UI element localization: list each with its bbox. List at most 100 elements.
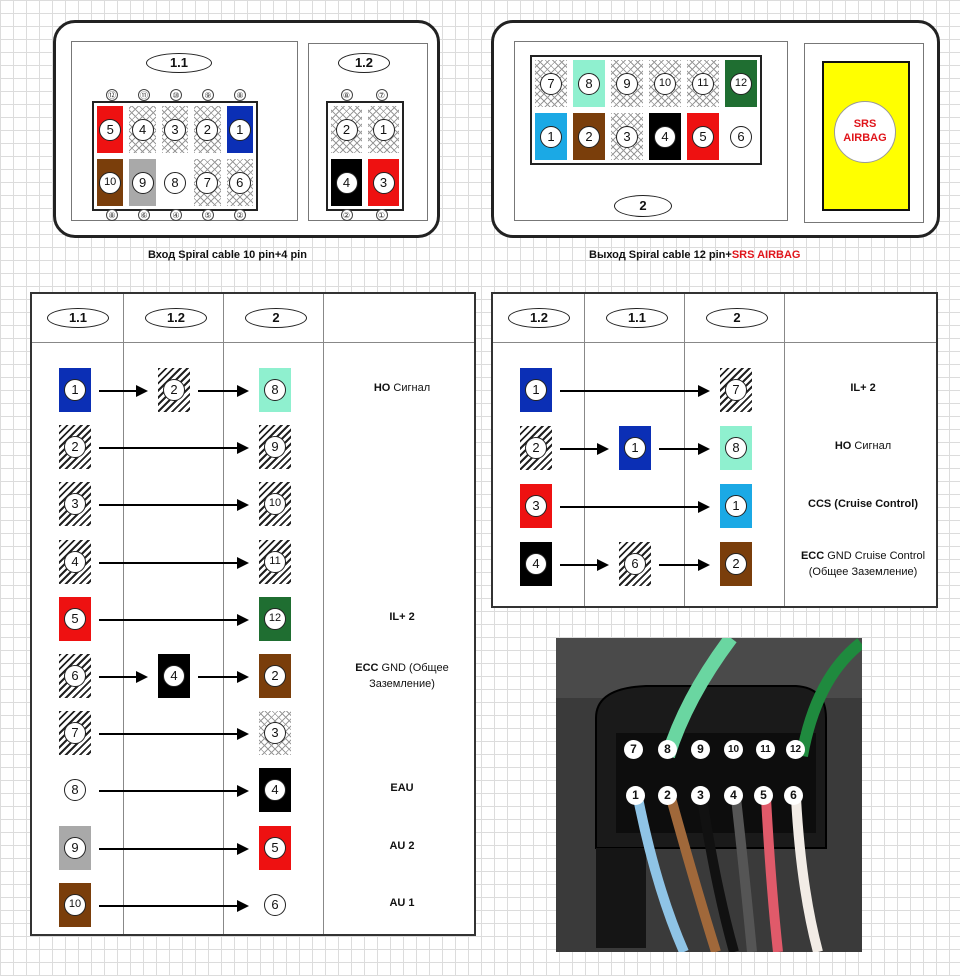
pin-5: 5 (259, 825, 291, 870)
pin-number: 2 (64, 436, 86, 459)
pin-number: 12 (264, 607, 286, 630)
pin-6: 6 (259, 882, 291, 927)
arrow (198, 671, 249, 683)
pin-number: 3 (616, 125, 638, 148)
pin-9: 9 (129, 159, 156, 206)
header-1-2: 1.2 (508, 308, 570, 328)
pin-1: 1 (720, 484, 752, 528)
pin-number: 5 (264, 836, 286, 859)
signal-label-bold: IL+ 2 (389, 610, 415, 623)
pin-1: 1 (368, 106, 399, 153)
pin-9: 9 (611, 60, 643, 107)
pin-number: 3 (372, 171, 395, 194)
pin-position-marker: ② (234, 209, 246, 221)
signal-label: ECC GND Cruise Control (Общее Заземление… (789, 548, 937, 580)
photo-pin-label: 7 (624, 740, 643, 759)
pin-4: 4 (59, 539, 91, 584)
pin-number: 12 (730, 72, 752, 95)
col-divider (323, 294, 324, 934)
connector-photo-drawing (556, 638, 862, 952)
pin-10: 10 (259, 482, 291, 527)
pin-number: 6 (228, 171, 251, 194)
pin-7: 7 (720, 368, 752, 412)
pin-number: 6 (624, 553, 646, 575)
signal-label: AU 1 (328, 895, 476, 911)
arrow (99, 671, 148, 683)
pin-number: 6 (730, 125, 752, 148)
pin-2: 2 (520, 426, 552, 470)
pin-10: 10 (649, 60, 681, 107)
pin-position-marker: ⑦ (375, 89, 388, 101)
pin-3: 3 (611, 113, 643, 160)
pin-10: 10 (59, 882, 91, 927)
srs-airbag-circle: SRS AIRBAG (834, 101, 896, 163)
pin-6: 6 (59, 654, 91, 698)
signal-label-text: GND (Общее Заземление) (369, 662, 449, 690)
pin-number: 10 (654, 72, 676, 95)
pin-number: 2 (163, 379, 185, 401)
signal-label-bold: AU 2 (389, 839, 415, 852)
pin-position-marker: ⑩ (170, 89, 182, 101)
pin-3: 3 (59, 482, 91, 527)
input-caption: Вход Spiral cable 10 pin+4 pin (148, 249, 307, 261)
pin-number: 7 (64, 722, 86, 745)
pin-8: 8 (259, 368, 291, 412)
photo-pin-label: 2 (658, 786, 677, 805)
pin-number: 4 (131, 118, 154, 141)
header-divider (493, 342, 936, 343)
pin-4: 4 (331, 159, 362, 206)
header-1-2: 1.2 (145, 308, 207, 328)
pin-1: 1 (520, 368, 552, 412)
pin-2: 2 (59, 425, 91, 470)
pin-number: 2 (578, 125, 600, 148)
arrow (99, 385, 148, 397)
pin-2: 2 (331, 106, 362, 153)
signal-label-bold: CCS (Cruise Control) (808, 498, 918, 510)
signal-label-bold: AU 1 (389, 896, 415, 909)
signal-label: HO Сигнал (328, 380, 476, 396)
srs-airbag-connector: SRS AIRBAG (822, 61, 910, 211)
pin-number: 1 (64, 379, 86, 401)
pin-12: 12 (725, 60, 757, 107)
signal-label-bold: ECC (800, 550, 825, 562)
pin-11: 11 (259, 539, 291, 584)
pin-number: 2 (725, 553, 747, 575)
header-2: 2 (706, 308, 768, 328)
pin-2: 2 (259, 654, 291, 698)
pin-position-marker: ⑧ (340, 89, 353, 101)
arrow (198, 385, 249, 397)
pin-1: 1 (226, 106, 253, 153)
pin-3: 3 (259, 711, 291, 756)
pin-number: 11 (692, 72, 714, 95)
photo-pin-label: 9 (691, 740, 710, 759)
signal-label-text: GND Cruise Control (Общее Заземление) (808, 550, 926, 578)
pin-position-marker: ⑨ (202, 89, 214, 101)
pin-number: 8 (725, 437, 747, 459)
arrow (659, 559, 710, 571)
pin-number: 7 (725, 379, 747, 401)
pin-7: 7 (535, 60, 567, 107)
pin-number: 7 (196, 171, 219, 194)
pin-number: 6 (64, 665, 86, 687)
header-2: 2 (245, 308, 307, 328)
pin-number: 9 (64, 836, 86, 859)
pin-6: 6 (226, 159, 253, 206)
pin-2: 2 (194, 106, 221, 153)
pin-2: 2 (573, 113, 605, 160)
photo-pin-label: 6 (784, 786, 803, 805)
pin-9: 9 (259, 425, 291, 470)
pin-number: 10 (64, 893, 86, 916)
pin-2: 2 (720, 542, 752, 586)
arrow (99, 442, 249, 455)
pin-2: 2 (158, 368, 190, 412)
arrow (99, 499, 249, 512)
arrow (560, 443, 609, 455)
arrow (560, 559, 609, 571)
arrow (99, 728, 249, 741)
pin-number: 3 (64, 493, 86, 516)
